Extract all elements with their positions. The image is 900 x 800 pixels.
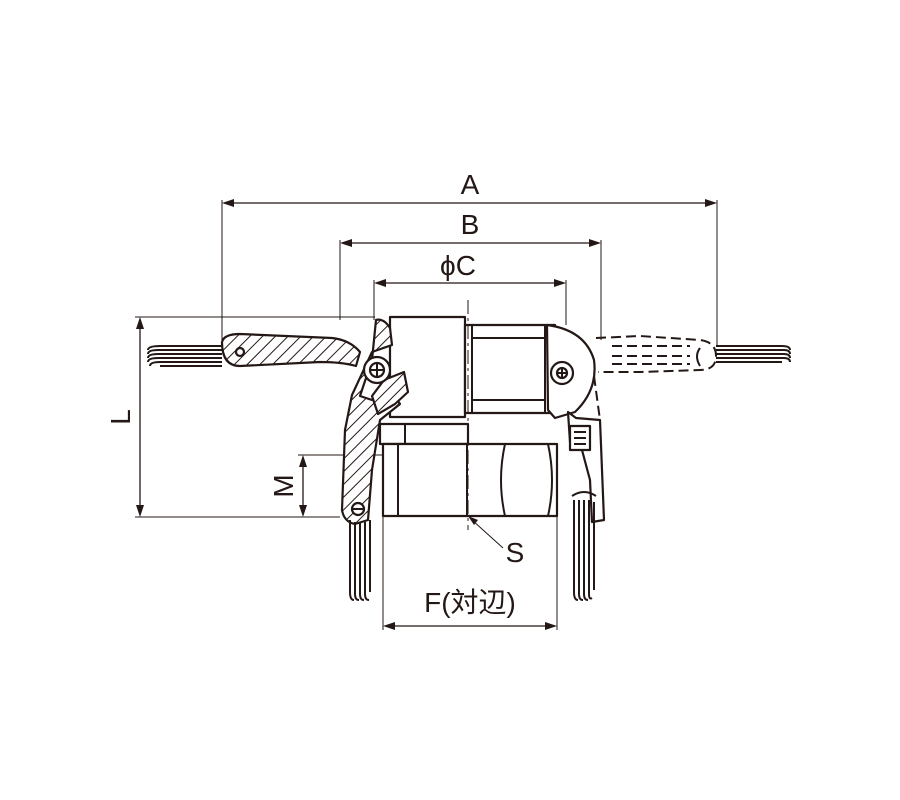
dimension-b-label: B xyxy=(461,209,480,240)
dimension-c: ϕC xyxy=(373,250,567,325)
left-cam-arm xyxy=(147,318,410,601)
dimension-f: F(対辺) xyxy=(382,515,558,630)
callout-s: S xyxy=(468,516,524,568)
dimension-a-label: A xyxy=(461,169,480,200)
right-ring-vertical xyxy=(571,491,597,601)
coupler-body xyxy=(378,300,559,530)
right-cam-arm xyxy=(545,323,791,601)
dimension-l: L xyxy=(105,316,375,518)
left-ring-vertical xyxy=(349,520,371,601)
dimension-c-label: ϕC xyxy=(440,250,476,281)
dimension-m-label: M xyxy=(268,474,299,497)
dimension-b: B xyxy=(339,209,602,340)
dimension-m: M xyxy=(268,454,400,517)
right-ring-horizontal xyxy=(696,345,791,367)
rivet-icon xyxy=(234,346,246,358)
dimension-l-label: L xyxy=(105,409,136,425)
dimension-f-label: F(対辺) xyxy=(424,587,516,618)
callout-s-label: S xyxy=(506,537,525,568)
left-ring-horizontal xyxy=(147,345,222,367)
dimension-a: A xyxy=(221,169,718,345)
